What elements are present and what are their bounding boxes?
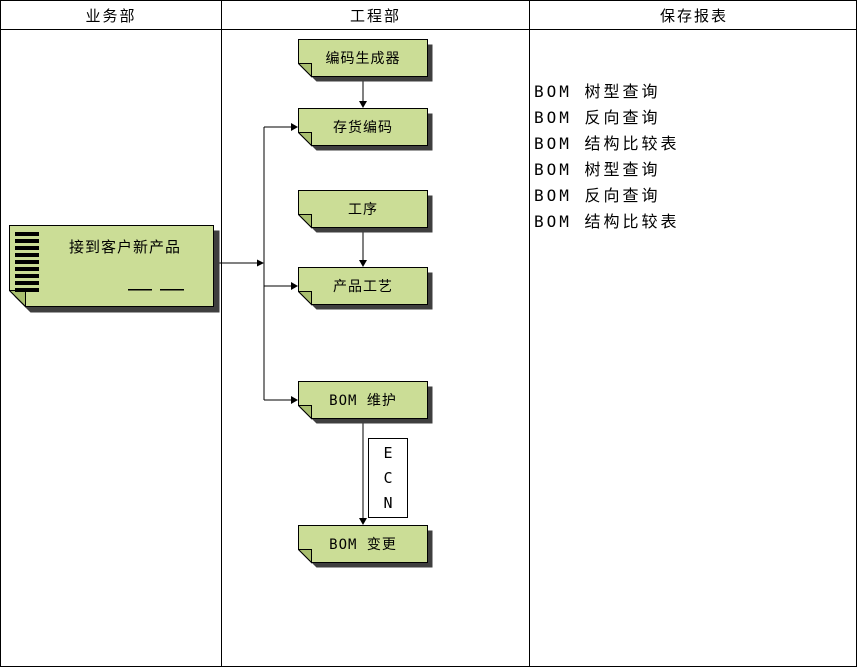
lane-header-engineering: 工程部 [349,6,401,25]
ecn-letter: E [383,443,393,462]
lane-header-business: 业务部 [85,6,137,25]
node-label: 编码生成器 [325,51,401,67]
arrowhead-bom-maintenance [291,396,298,404]
arrowhead-down-2 [359,260,367,267]
report-item: BOM 反向查询 [534,186,661,205]
spiral-binding-icon [15,232,39,292]
arrowhead-into-trunk [257,259,264,267]
lane-divider-1 [221,1,222,666]
report-item: BOM 结构比较表 [534,134,680,153]
node-receive-new-product: 接到客户新产品 [9,225,220,313]
ecn-letter: C [383,468,393,487]
lane-header-row [1,1,856,30]
node-code-generator: 编码生成器 [298,39,433,82]
arrowhead-down-3 [359,518,367,525]
note-shape [298,381,433,424]
report-item: BOM 树型查询 [534,82,661,101]
node-inventory-code: 存货编码 [298,108,433,151]
node-label: 接到客户新产品 [68,238,181,256]
node-label: BOM 变更 [329,537,397,553]
note-shape [298,108,433,151]
ecn-letter: N [383,493,393,512]
report-list: BOM 树型查询 BOM 反向查询 BOM 结构比较表 BOM 树型查询 BOM… [534,79,844,235]
doc-line-1 [128,289,152,291]
note-shape [298,525,433,568]
note-shape [298,190,433,233]
note-shape [298,39,433,82]
lane-divider-2 [529,1,530,666]
node-product-routing: 产品工艺 [298,267,433,310]
bound-document-shape [9,225,220,313]
node-label: 存货编码 [333,120,393,136]
node-process: 工序 [298,190,433,233]
node-label: BOM 维护 [329,393,397,409]
report-item: BOM 树型查询 [534,160,661,179]
report-item: BOM 反向查询 [534,108,661,127]
lane-header-reports: 保存报表 [659,6,728,25]
arrowhead-inventory-code [291,123,298,131]
arrowhead-product-routing [291,282,298,290]
report-item: BOM 结构比较表 [534,212,680,231]
ecn-annotation: E C N [368,438,408,518]
node-label: 产品工艺 [333,279,393,295]
note-shape [298,267,433,310]
node-bom-maintenance: BOM 维护 [298,381,433,424]
arrowhead-down-1 [359,101,367,108]
doc-line-2 [160,289,184,291]
node-label: 工序 [348,202,378,218]
node-bom-change: BOM 变更 [298,525,433,568]
